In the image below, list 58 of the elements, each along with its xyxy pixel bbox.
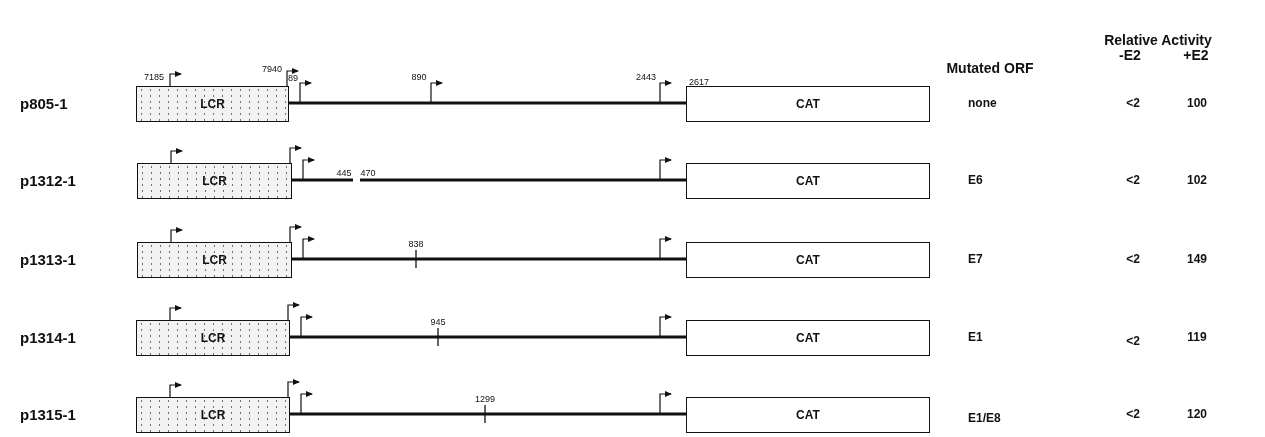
construct-name: p1315-1 (20, 406, 76, 422)
region-name: LCR (202, 174, 227, 188)
position-number: 890 (411, 72, 427, 82)
region-name: LCR (200, 97, 225, 111)
table-cell: 119 (1187, 331, 1207, 343)
position-number: 2443 (636, 72, 656, 82)
position-number: 470 (360, 168, 376, 178)
lcr-region-box (137, 163, 292, 199)
region-name: LCR (202, 253, 227, 267)
table-cell: <2 (1126, 253, 1140, 265)
table-cell: E7 (968, 253, 983, 265)
column-header: +E2 (1183, 48, 1209, 62)
position-number: 838 (408, 239, 424, 249)
position-number: 89 (288, 73, 298, 83)
table-cell: E6 (968, 174, 983, 186)
reporter-gene-box (686, 320, 930, 356)
construct-name: p1313-1 (20, 251, 76, 267)
lcr-region-box (136, 86, 289, 122)
position-number: 1299 (475, 394, 495, 404)
table-cell: 149 (1187, 253, 1207, 265)
gene-name: CAT (796, 97, 820, 111)
position-number: 7940 (262, 64, 282, 74)
column-header: Relative Activity (1104, 33, 1212, 47)
gene-name: CAT (796, 331, 820, 345)
table-cell: E1 (968, 331, 983, 343)
dna-line (290, 178, 688, 182)
region-name: LCR (200, 408, 226, 422)
column-header: Mutated ORF (946, 61, 1034, 75)
dna-line (292, 257, 686, 261)
reporter-gene-box (686, 242, 930, 278)
table-cell: 100 (1187, 97, 1207, 109)
table-cell: <2 (1126, 97, 1140, 109)
reporter-gene-box (686, 163, 930, 199)
position-number: 945 (430, 317, 446, 327)
gene-name: CAT (796, 253, 820, 267)
construct-name: p1314-1 (20, 329, 76, 345)
table-cell: none (968, 97, 997, 109)
gene-name: CAT (796, 408, 820, 422)
gene-name: CAT (796, 174, 820, 188)
table-cell: 120 (1187, 408, 1207, 420)
dna-line (290, 335, 686, 339)
lcr-region-box (137, 242, 292, 278)
table-cell: <2 (1126, 335, 1140, 347)
dna-line (289, 101, 686, 105)
table-cell: <2 (1126, 408, 1140, 420)
table-cell: <2 (1126, 174, 1140, 186)
table-cell: E1/E8 (968, 412, 1001, 424)
dna-line (290, 412, 686, 416)
lcr-region-box (136, 320, 290, 356)
region-name: LCR (200, 331, 226, 345)
construct-name: p1312-1 (20, 172, 76, 188)
reporter-gene-box (686, 86, 930, 122)
table-cell: 102 (1187, 174, 1207, 186)
construct-name: p805-1 (20, 95, 68, 111)
lcr-region-box (136, 397, 290, 433)
reporter-gene-box (686, 397, 930, 433)
column-header: -E2 (1119, 48, 1141, 62)
position-number: 445 (336, 168, 352, 178)
